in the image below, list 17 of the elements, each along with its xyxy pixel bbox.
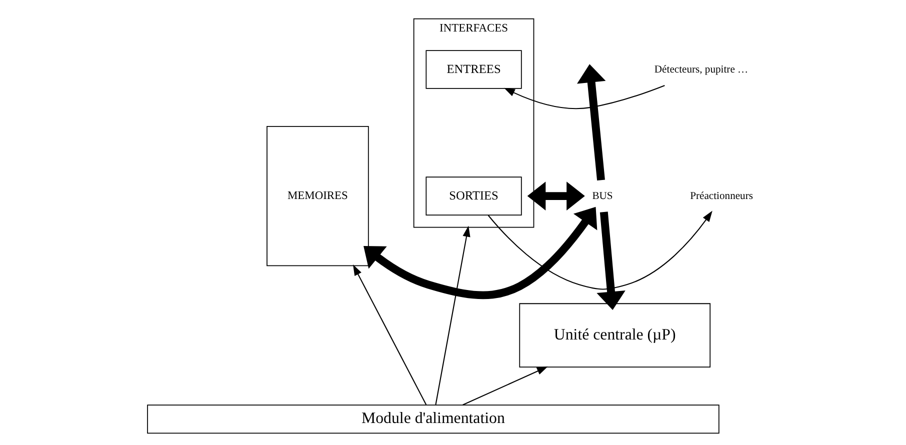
node-box: Module d'alimentation (146, 404, 719, 434)
node-box: Unité centrale (µP) (518, 303, 710, 368)
arrow (576, 64, 606, 181)
node-text: Détecteurs, pupitre … (654, 64, 748, 76)
arrow (526, 182, 584, 210)
arrow (363, 206, 597, 300)
arrow (352, 264, 426, 405)
arrow (462, 366, 548, 406)
node-text: BUS (592, 190, 612, 202)
node-text: Préactionneurs (690, 190, 752, 202)
arrow (503, 84, 664, 110)
arrow (487, 210, 712, 290)
node-box: MEMOIRES (266, 126, 368, 266)
arrow (596, 212, 625, 310)
node-box: ENTREES (425, 50, 522, 89)
node-box: SORTIES (425, 176, 522, 216)
arrow (434, 226, 470, 405)
